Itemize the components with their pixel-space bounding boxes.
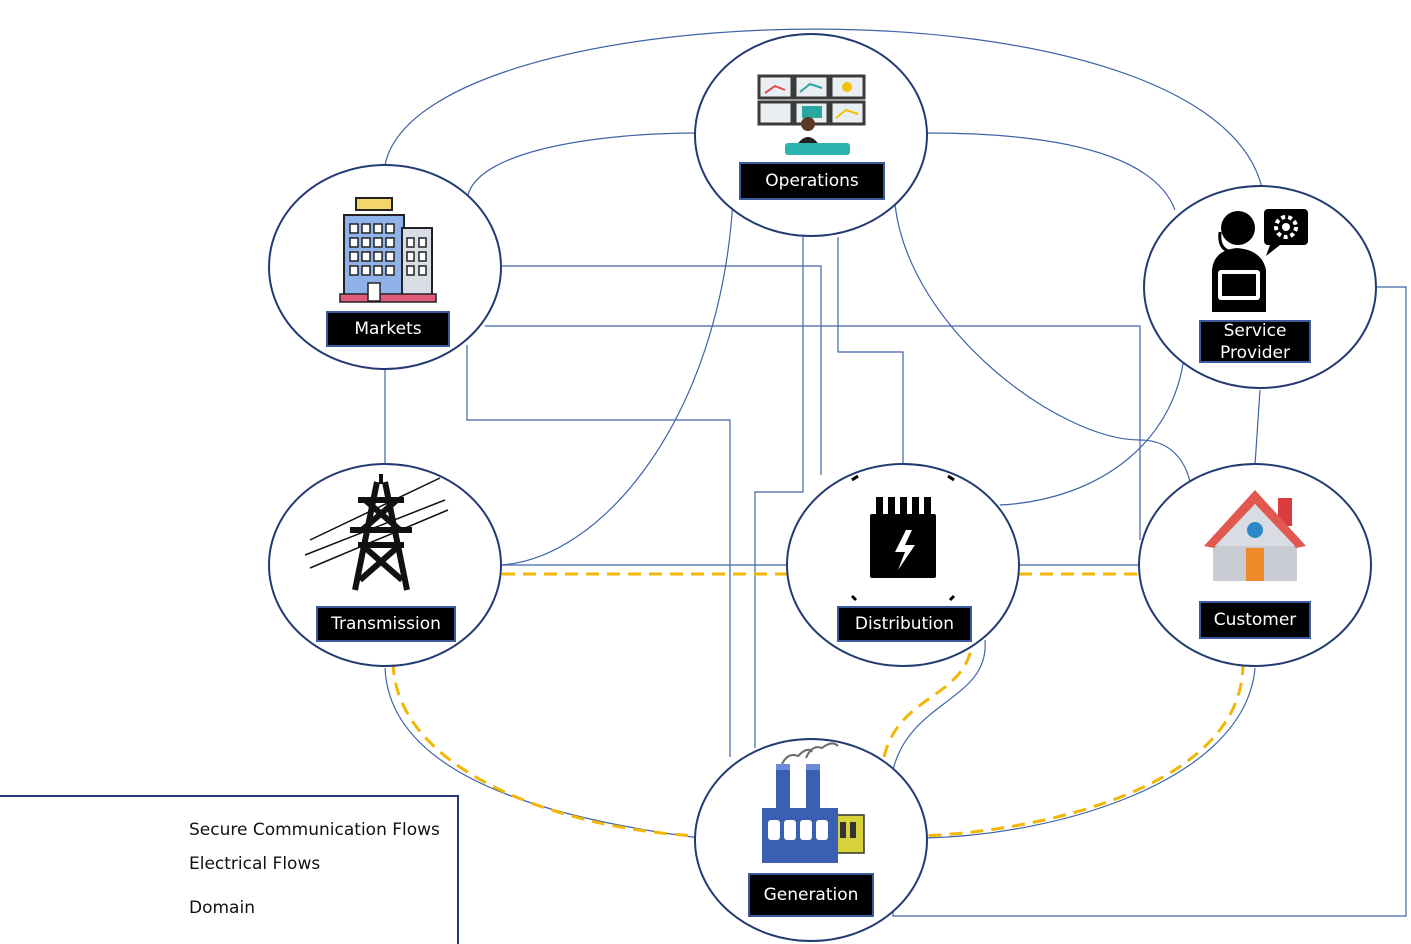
comm-serviceprovider-customer (1254, 389, 1261, 466)
transmission-label: Transmission (316, 606, 456, 642)
markets-label: Markets (326, 311, 450, 347)
generation-label: Generation (748, 873, 874, 917)
customer-label: Customer (1199, 601, 1311, 639)
support-agent-gear-icon (1212, 209, 1308, 312)
comm-operations-customer-curve (894, 204, 1191, 483)
comm-markets-customer (485, 325, 1141, 540)
elec-transmission-generation (391, 661, 701, 838)
distribution-label: Distribution (837, 606, 972, 642)
comm-operations-generation (754, 237, 804, 748)
comm-distribution-generation (892, 639, 986, 771)
comm-customer-generation (924, 667, 1256, 839)
comm-markets-operations (467, 132, 698, 196)
electrical-flows (391, 572, 1245, 838)
power-tower-icon (304, 474, 449, 591)
comm-operations-distribution (837, 237, 904, 465)
legend-electrical-text: Electrical Flows (189, 854, 321, 874)
elec-customer-generation (921, 661, 1245, 838)
comm-markets-serviceprovider (384, 28, 1263, 189)
legend: Secure Communication Flows Electrical Fl… (0, 795, 459, 944)
monitors-operator-icon (757, 74, 866, 155)
operations-label: Operations (739, 162, 885, 200)
transformer-icon (850, 474, 956, 602)
comm-serviceprovider-distribution (999, 344, 1186, 506)
legend-communication-text: Secure Communication Flows (189, 820, 440, 840)
comm-markets-generation (466, 345, 731, 757)
comm-operations-customer (926, 132, 1176, 211)
office-building-icon (339, 197, 437, 303)
factory-icon (762, 742, 865, 863)
service-provider-label: Service Provider (1199, 320, 1311, 363)
domain-operations (694, 33, 928, 237)
comm-markets-distribution (502, 265, 822, 475)
house-icon (1204, 490, 1306, 581)
legend-domain-text: Domain (189, 898, 255, 918)
comm-operations-transmission (499, 199, 734, 566)
elec-distribution-generation (882, 631, 975, 758)
